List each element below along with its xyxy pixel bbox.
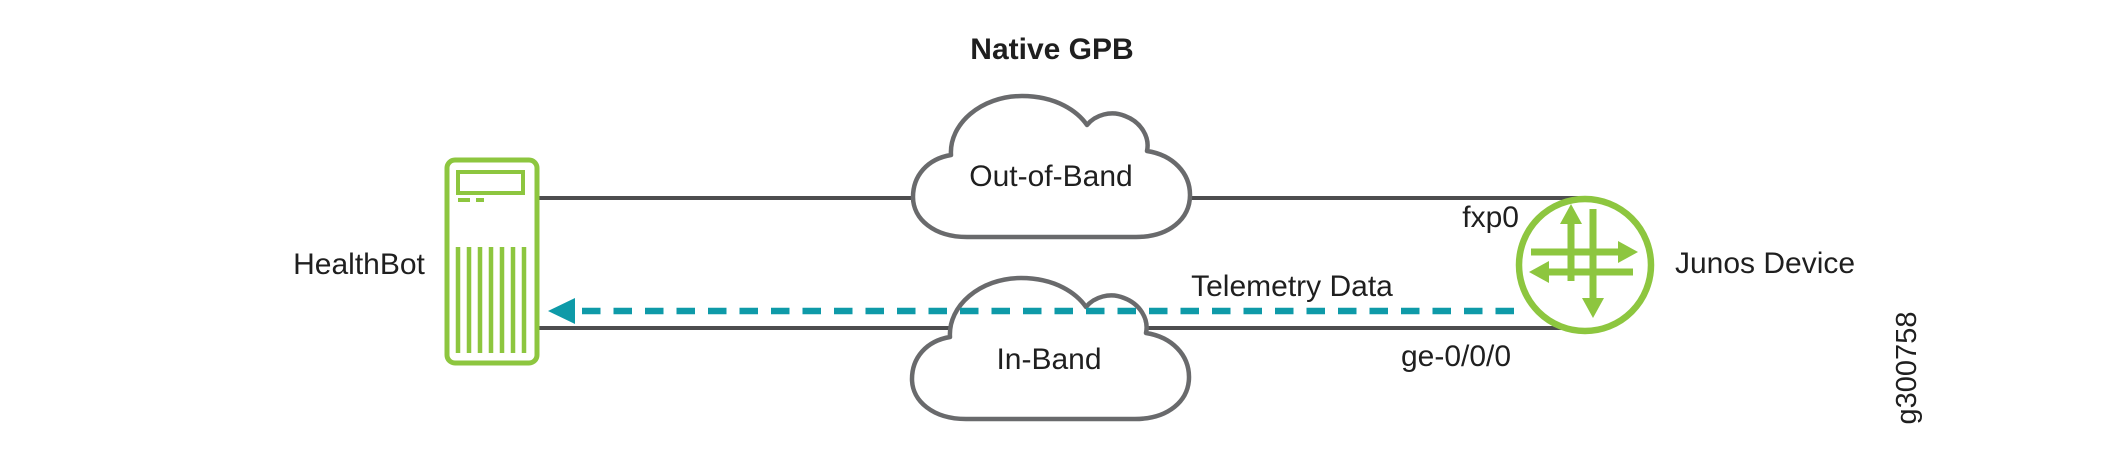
fxp0-interface-label: fxp0 — [1462, 201, 1519, 234]
router-arrows-icon — [1529, 204, 1638, 318]
healthbot-label: HealthBot — [293, 248, 425, 281]
native-gpb-label: Native GPB — [970, 33, 1133, 66]
in-band-label: In-Band — [996, 343, 1101, 376]
server-vents — [455, 247, 527, 353]
router-circle — [1515, 195, 1655, 335]
out-of-band-cloud — [910, 93, 1193, 240]
out-of-band-label: Out-of-Band — [969, 160, 1132, 193]
figure-id-label: g300758 — [1891, 312, 1923, 425]
server-display-panel — [456, 170, 525, 195]
cloud-icon — [910, 93, 1193, 240]
junos-router-icon — [1515, 195, 1655, 335]
telemetry-arrowhead-icon — [548, 298, 575, 324]
healthbot-server-icon — [444, 157, 540, 366]
ge-0-0-0-interface-label: ge-0/0/0 — [1401, 340, 1511, 373]
telemetry-arrow — [548, 298, 1526, 324]
telemetry-data-label: Telemetry Data — [1191, 270, 1393, 303]
junos-device-label: Junos Device — [1675, 247, 1855, 280]
